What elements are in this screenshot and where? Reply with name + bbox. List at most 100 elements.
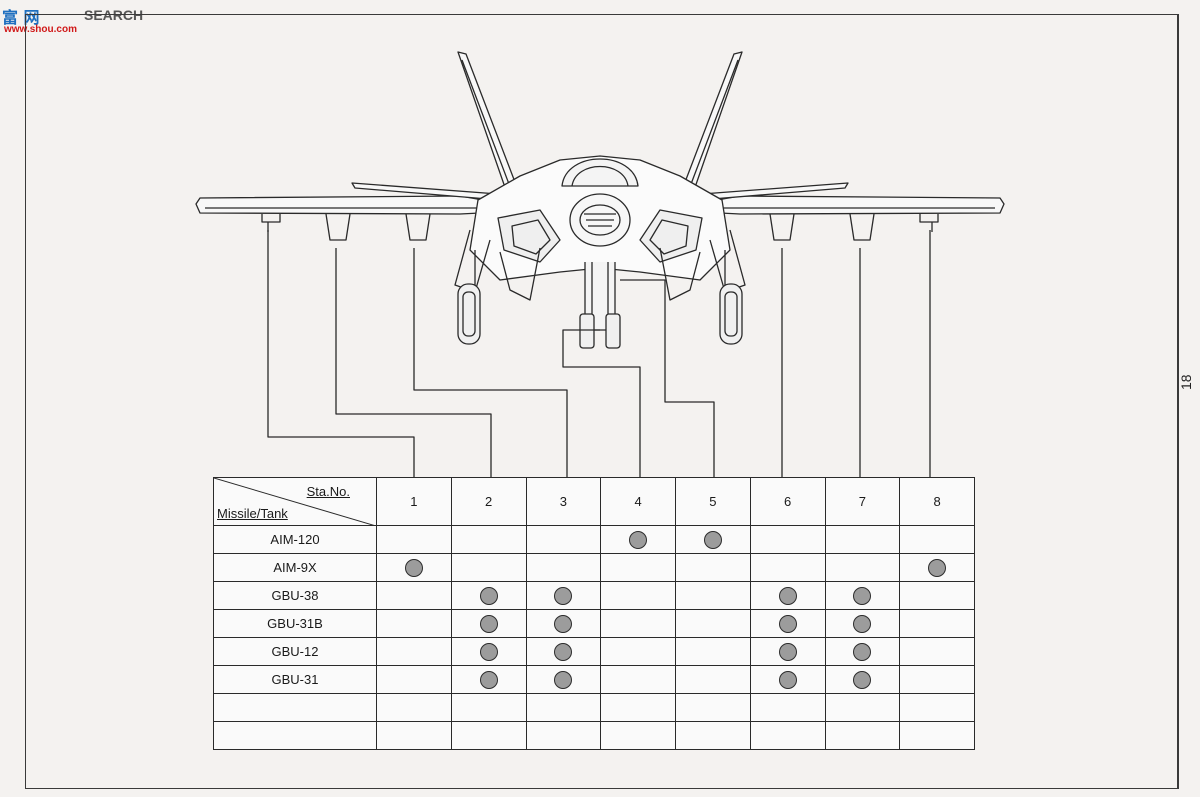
- compatible-marker: [479, 642, 498, 661]
- pylon-6: [769, 213, 795, 241]
- table-row: AIM-9X: [213, 553, 975, 582]
- table-row: [213, 693, 975, 722]
- station-cell: [525, 609, 602, 638]
- station-cell: [600, 721, 676, 750]
- station-cell: [525, 553, 602, 582]
- station-cell: [376, 525, 452, 554]
- station-cell: [450, 637, 527, 666]
- station-cell: [824, 553, 901, 582]
- station-cell: [899, 665, 975, 694]
- station-cell: [450, 721, 527, 750]
- station-cell: [600, 665, 676, 694]
- station-cell: [675, 553, 751, 582]
- compatible-marker: [703, 530, 722, 549]
- station-cell: [600, 609, 676, 638]
- pylon-8: [919, 214, 939, 223]
- station-cell: [600, 525, 676, 554]
- compatible-marker: [853, 642, 872, 661]
- watermark-search: SEARCH: [84, 7, 144, 23]
- station-cell: [899, 553, 975, 582]
- compatible-marker: [778, 614, 797, 633]
- missile-tank-label: Missile/Tank: [217, 506, 288, 521]
- station-leader-lines: [267, 230, 931, 477]
- station-cell: [450, 609, 527, 638]
- compatible-marker: [554, 614, 573, 633]
- compatible-marker: [479, 614, 498, 633]
- station-cell: [450, 665, 527, 694]
- station-cell: [749, 581, 826, 610]
- station-cell: [525, 525, 602, 554]
- compatible-marker: [479, 586, 498, 605]
- compatible-marker: [629, 530, 648, 549]
- table-row: GBU-12: [213, 637, 975, 666]
- left-intake: [497, 209, 561, 263]
- weapon-name: GBU-31: [213, 665, 377, 694]
- compatible-marker: [479, 670, 498, 689]
- station-header-5: 5: [675, 477, 751, 526]
- station-cell: [675, 525, 751, 554]
- station-cell: [899, 609, 975, 638]
- station-header-4: 4: [600, 477, 676, 526]
- weapon-name: [213, 721, 377, 750]
- watermark-url: www.shou.com: [4, 24, 77, 35]
- pylon-3: [405, 213, 431, 241]
- station-cell: [824, 665, 901, 694]
- compatible-marker: [928, 558, 947, 577]
- right-wing: [699, 195, 1005, 215]
- station-cell: [450, 693, 527, 722]
- station-cell: [600, 581, 676, 610]
- station-header-8: 8: [899, 477, 975, 526]
- weapon-name: GBU-12: [213, 637, 377, 666]
- compatible-marker: [853, 586, 872, 605]
- station-cell: [824, 525, 901, 554]
- canopy: [561, 158, 639, 187]
- weapon-name: GBU-38: [213, 581, 377, 610]
- station-cell: [675, 637, 751, 666]
- station-cell: [824, 609, 901, 638]
- station-cell: [525, 581, 602, 610]
- compatible-marker: [853, 670, 872, 689]
- table-row: [213, 721, 975, 750]
- compatible-marker: [404, 558, 423, 577]
- station-cell: [824, 693, 901, 722]
- compatible-marker: [778, 586, 797, 605]
- station-cell: [899, 693, 975, 722]
- station-header-2: 2: [450, 477, 527, 526]
- page-frame: [25, 14, 1179, 789]
- left-wing: [195, 195, 501, 215]
- station-cell: [675, 693, 751, 722]
- weapon-name: GBU-31B: [213, 609, 377, 638]
- station-header-1: 1: [376, 477, 452, 526]
- station-cell: [450, 525, 527, 554]
- compatible-marker: [554, 670, 573, 689]
- station-cell: [749, 609, 826, 638]
- station-cell: [749, 693, 826, 722]
- pylon-1: [261, 214, 281, 223]
- station-cell: [450, 581, 527, 610]
- station-cell: [376, 609, 452, 638]
- station-cell: [675, 581, 751, 610]
- station-cell: [376, 637, 452, 666]
- station-cell: [824, 581, 901, 610]
- station-cell: [525, 637, 602, 666]
- table-row: GBU-38: [213, 581, 975, 610]
- compatible-marker: [853, 614, 872, 633]
- pylon-7: [849, 213, 875, 241]
- right-intake: [639, 209, 703, 263]
- station-cell: [899, 581, 975, 610]
- station-cell: [675, 609, 751, 638]
- compatible-marker: [554, 586, 573, 605]
- station-cell: [675, 665, 751, 694]
- station-cell: [376, 665, 452, 694]
- compatible-marker: [778, 670, 797, 689]
- station-cell: [899, 525, 975, 554]
- table-corner-cell: Sta.No. Missile/Tank: [213, 477, 377, 526]
- station-cell: [749, 553, 826, 582]
- station-cell: [376, 581, 452, 610]
- station-header-6: 6: [749, 477, 826, 526]
- table-row: GBU-31: [213, 665, 975, 694]
- station-cell: [525, 721, 602, 750]
